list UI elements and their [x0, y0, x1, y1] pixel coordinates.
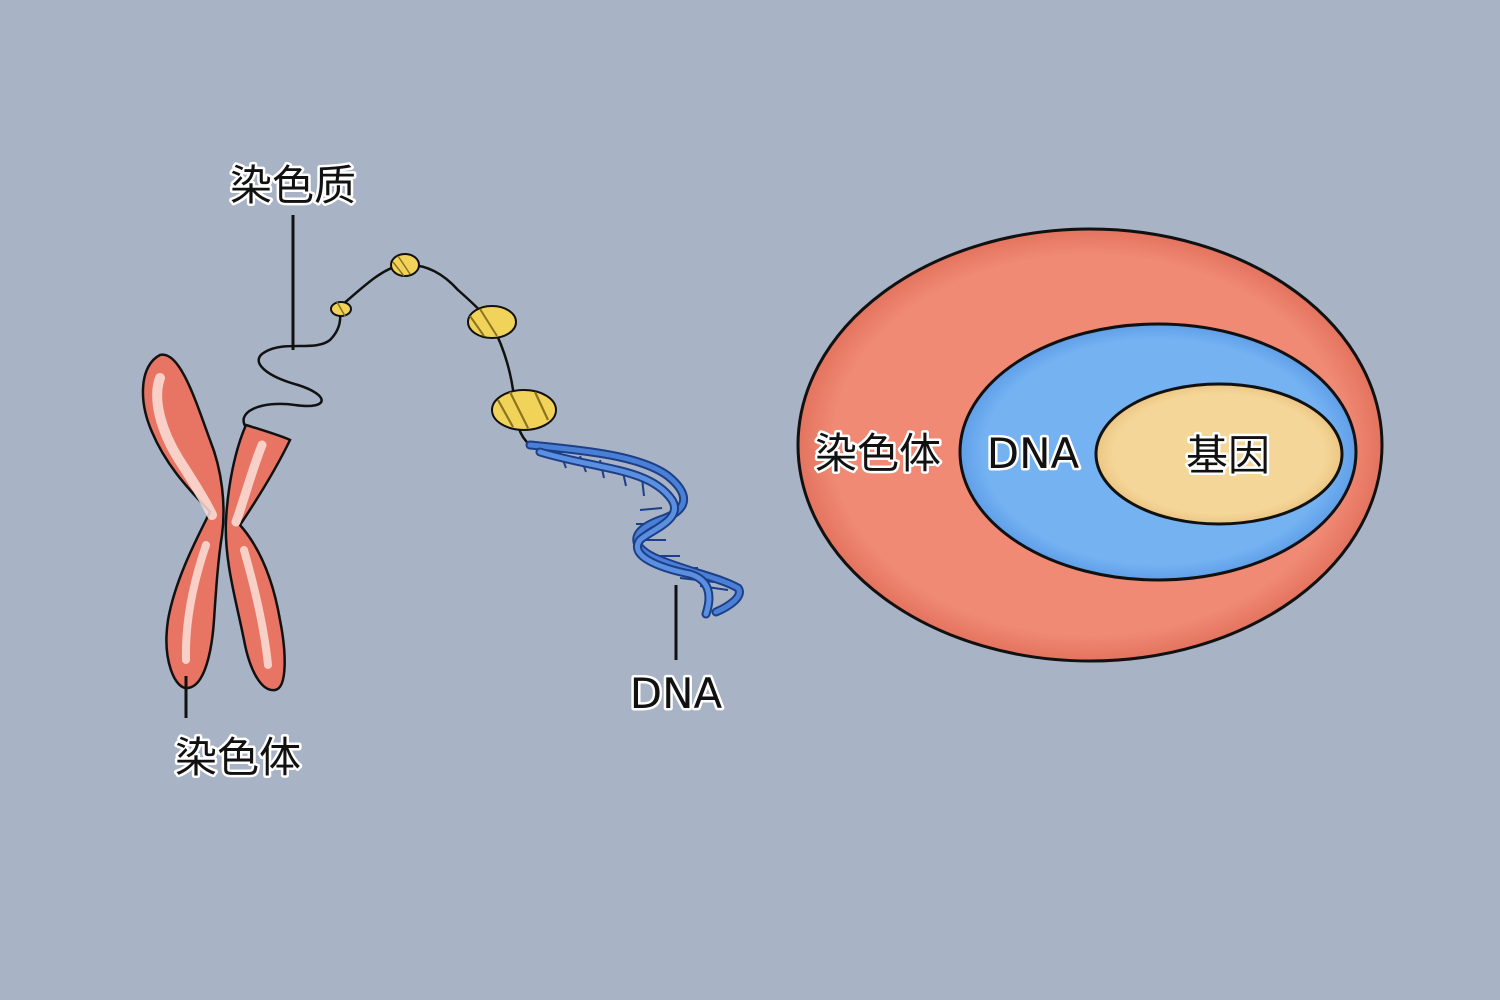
venn-inner-gene [1094, 382, 1344, 526]
nested-venn-diagram: 染色体 DNA 基因 [796, 227, 1384, 663]
venn-outer-label: 染色体 [815, 429, 941, 478]
nucleosome-bead [491, 389, 557, 431]
nucleosome-bead [467, 305, 517, 339]
chromatin-fiber [242, 263, 531, 446]
chromosome [141, 353, 292, 692]
dna-label: DNA [630, 669, 723, 718]
venn-middle-label: DNA [987, 429, 1080, 478]
venn-inner-label: 基因 [1186, 431, 1270, 480]
nucleosome-beads [330, 253, 557, 431]
dna-double-helix [525, 440, 744, 619]
chromosome-label: 染色体 [175, 733, 301, 782]
nucleosome-bead [330, 301, 352, 317]
chromatin-label: 染色质 [230, 161, 356, 210]
nucleosome-bead [390, 253, 420, 277]
